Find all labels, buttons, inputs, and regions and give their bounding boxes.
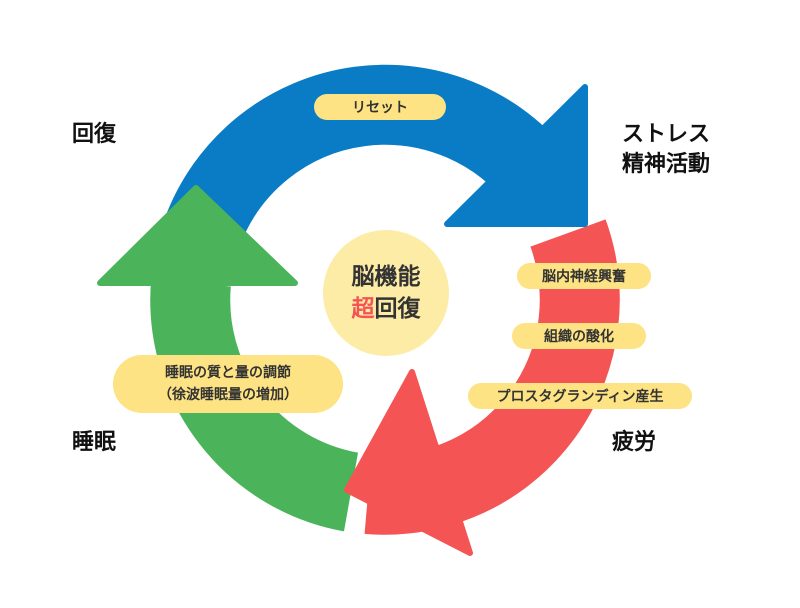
pill-sleep-regulation: 睡眠の質と量の調節 （徐波睡眠量の増加） [113, 355, 343, 413]
center-rest: 回復 [374, 296, 421, 322]
green-arc [150, 279, 359, 532]
stage-fatigue: 疲労 [612, 430, 657, 455]
stage-sleep: 睡眠 [72, 430, 117, 455]
center-circle: 脳機能 超回復 [323, 230, 449, 356]
center-line2: 超回復 [352, 293, 421, 325]
pill-prostaglandin: プロスタグランディン産生 [468, 383, 692, 409]
pill-oxidation: 組織の酸化 [512, 323, 646, 349]
center-accent: 超 [351, 296, 375, 322]
stage-stress-line2: 精神活動 [622, 152, 711, 177]
center-line1: 脳機能 [351, 264, 421, 290]
pill-sleep-line1: 睡眠の質と量の調節 [165, 365, 291, 381]
stage-stress-line1: ストレス [622, 122, 711, 147]
stage-stress: ストレス 精神活動 [622, 120, 710, 180]
pill-excitement: 脳内神経興奮 [517, 263, 651, 289]
pill-reset: リセット [314, 94, 446, 120]
stage-recovery: 回復 [72, 122, 117, 147]
blue-arrowhead [444, 84, 588, 227]
red-arrowhead [344, 369, 473, 556]
green-arrowhead [97, 185, 298, 286]
pill-sleep-line2: （徐波睡眠量の増加） [158, 387, 298, 403]
